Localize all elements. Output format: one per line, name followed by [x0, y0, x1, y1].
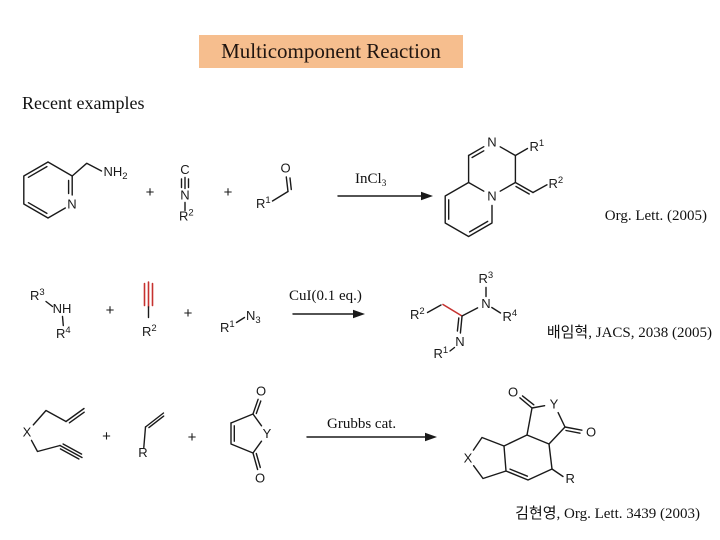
- amine-nh2-label: NH2: [104, 164, 128, 182]
- maleimide-o-top-label: O: [256, 384, 266, 399]
- structure-secondary-amine: R3 NH R4: [30, 287, 71, 341]
- enyne-x-label: X: [23, 425, 32, 440]
- maleimide-y-label: Y: [263, 426, 272, 441]
- product-pyridopyrazine: N N R1 R2: [444, 135, 564, 238]
- product2-r4-label: R4: [503, 308, 518, 324]
- alkyne-r2-label: R2: [142, 323, 157, 339]
- citation-3: 김현영, Org. Lett. 3439 (2003): [515, 506, 700, 522]
- structure-picolylamine: N NH2: [23, 161, 128, 219]
- product-tricycle: X Y O O R: [464, 385, 596, 487]
- plus-1b: +: [224, 184, 233, 201]
- structure-isocyanide: C N R2: [179, 162, 194, 224]
- citation-1: Org. Lett. (2005): [604, 208, 707, 224]
- pyridine-n-label: N: [67, 197, 76, 212]
- product3-r-label: R: [566, 471, 575, 486]
- azide-n3-label: N3: [246, 308, 261, 326]
- slide-title: Multicomponent Reaction: [221, 39, 441, 63]
- citation-2: 배임혁, JACS, 2038 (2005): [546, 325, 712, 341]
- structure-maleimide: Y O O: [230, 384, 272, 486]
- maleimide-o-bottom-label: O: [255, 471, 265, 486]
- product3-o-right-label: O: [586, 425, 596, 440]
- azide-r1-label: R1: [220, 319, 235, 335]
- catalyst-label-3: Grubbs cat.: [327, 416, 396, 432]
- plus-2b: +: [184, 305, 193, 322]
- catalyst-label-2: CuI(0.1 eq.): [289, 288, 362, 304]
- plus-3a: +: [102, 428, 111, 445]
- product2-n-label: N: [481, 296, 490, 311]
- structure-azide: R1 N3: [220, 308, 261, 335]
- product3-y-label: Y: [550, 397, 559, 412]
- plus-2a: +: [106, 302, 115, 319]
- alkene-r-label: R: [138, 445, 147, 460]
- amine-r4-label: R4: [56, 325, 71, 341]
- product3-x-label: X: [464, 451, 473, 466]
- product1-r1-label: R1: [530, 138, 545, 154]
- reaction-3: X + R +: [23, 384, 596, 487]
- arrow-1: InCl3: [337, 171, 433, 201]
- product1-r2-label: R2: [549, 175, 564, 191]
- product2-r1-label: R1: [434, 345, 449, 361]
- product2-r3-label: R3: [479, 270, 494, 286]
- catalyst-label-1: InCl3: [355, 171, 387, 189]
- structure-aldehyde: R1 O: [256, 161, 292, 211]
- reaction-2: R3 NH R4 + R2 + R1 N3 CuI(0.1: [30, 270, 517, 361]
- structure-alkyne: R2: [142, 281, 157, 339]
- product1-n-bridge-label: N: [487, 189, 496, 204]
- reaction-1: N NH2 + C N R2 + R1 O: [23, 135, 564, 238]
- product2-n-imine-label: N: [455, 334, 464, 349]
- isocyanide-n-label: N: [180, 188, 189, 203]
- plus-3b: +: [188, 429, 197, 446]
- structure-allyl-propargyl: X: [23, 407, 85, 460]
- slide-title-box: Multicomponent Reaction: [199, 35, 463, 68]
- amine-r3-label: R3: [30, 287, 45, 303]
- product3-o-left-label: O: [508, 385, 518, 400]
- product2-r2-label: R2: [410, 306, 425, 322]
- product1-n-top-label: N: [487, 135, 496, 150]
- plus-1a: +: [146, 184, 155, 201]
- amine-nh-label: NH: [53, 301, 72, 316]
- recent-examples-heading: Recent examples: [22, 93, 145, 113]
- isocyanide-c-label: C: [180, 162, 189, 177]
- aldehyde-r1-label: R1: [256, 195, 271, 211]
- arrow-2: CuI(0.1 eq.): [289, 288, 365, 319]
- arrow-3: Grubbs cat.: [306, 416, 437, 442]
- isocyanide-r2-label: R2: [179, 208, 194, 224]
- structure-alkene: R: [138, 412, 165, 460]
- aldehyde-o-label: O: [280, 161, 290, 176]
- product-amidine: R2 N R3 R4 N R1: [410, 270, 517, 361]
